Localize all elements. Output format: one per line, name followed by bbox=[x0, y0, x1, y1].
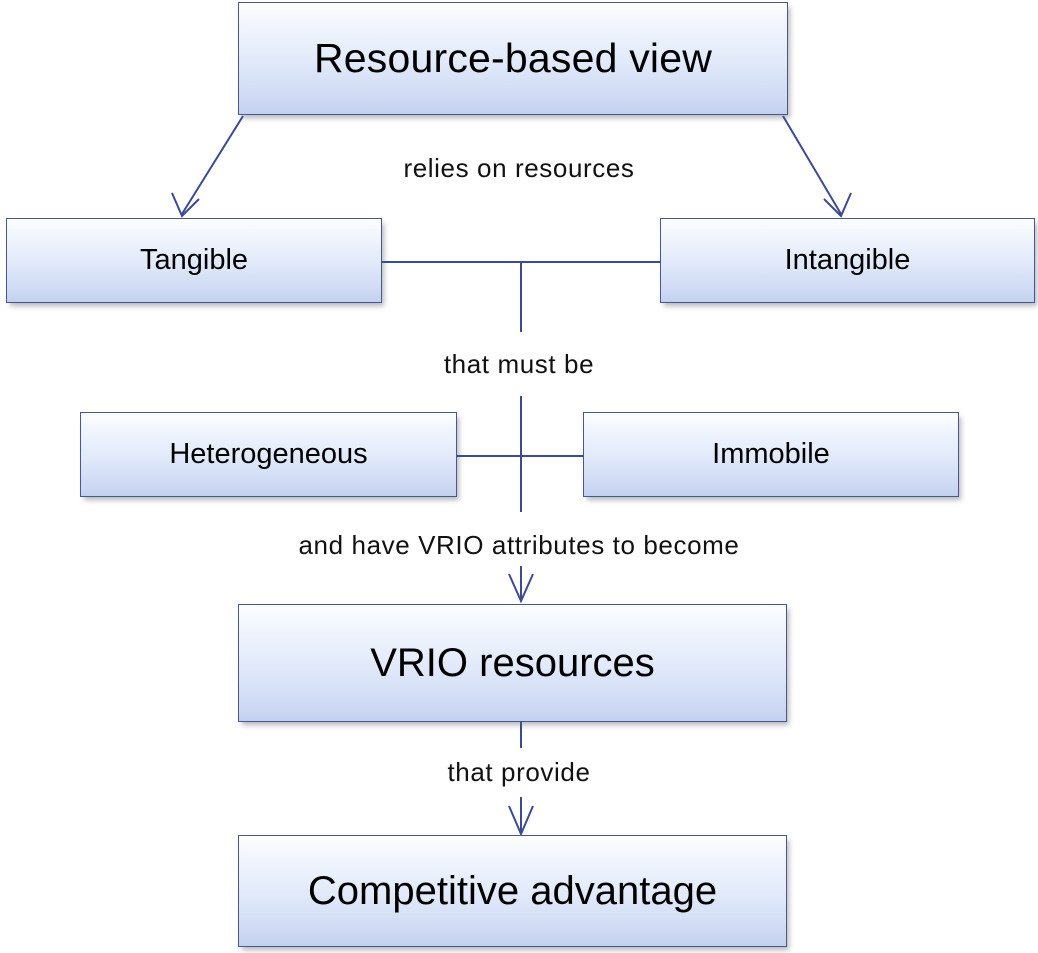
node-vrio-resources[interactable]: VRIO resources bbox=[238, 604, 787, 722]
edge-label-relies-on-resources-text: relies on resources bbox=[395, 153, 643, 183]
node-intangible[interactable]: Intangible bbox=[660, 218, 1035, 303]
node-resource-based-view[interactable]: Resource-based view bbox=[238, 2, 788, 115]
node-immobile[interactable]: Immobile bbox=[583, 412, 959, 497]
node-label-immobile: Immobile bbox=[712, 438, 830, 471]
edge-label-vrio-attributes: and have VRIO attributes to become bbox=[0, 530, 1038, 560]
edge-label-relies-on-resources: relies on resources bbox=[0, 153, 1038, 183]
node-tangible[interactable]: Tangible bbox=[6, 218, 382, 303]
node-label-competitive-advantage: Competitive advantage bbox=[307, 869, 718, 913]
edge-spine-to-vrio bbox=[508, 566, 534, 604]
node-competitive-advantage[interactable]: Competitive advantage bbox=[238, 835, 787, 947]
node-label-heterogeneous: Heterogeneous bbox=[169, 438, 368, 471]
edge-label-that-must-be: that must be bbox=[0, 349, 1038, 379]
node-label-vrio-resources: VRIO resources bbox=[370, 641, 655, 685]
edge-label-that-provide: that provide bbox=[0, 757, 1038, 787]
node-label-intangible: Intangible bbox=[784, 244, 911, 277]
node-label-tangible: Tangible bbox=[139, 244, 249, 277]
edge-provide-to-competitive bbox=[508, 797, 534, 837]
edge-label-vrio-attributes-text: and have VRIO attributes to become bbox=[288, 530, 750, 560]
node-label-resource-based-view: Resource-based view bbox=[313, 34, 713, 81]
node-heterogeneous[interactable]: Heterogeneous bbox=[80, 412, 457, 497]
edge-label-that-provide-text: that provide bbox=[437, 757, 601, 787]
edge-label-that-must-be-text: that must be bbox=[433, 349, 605, 379]
